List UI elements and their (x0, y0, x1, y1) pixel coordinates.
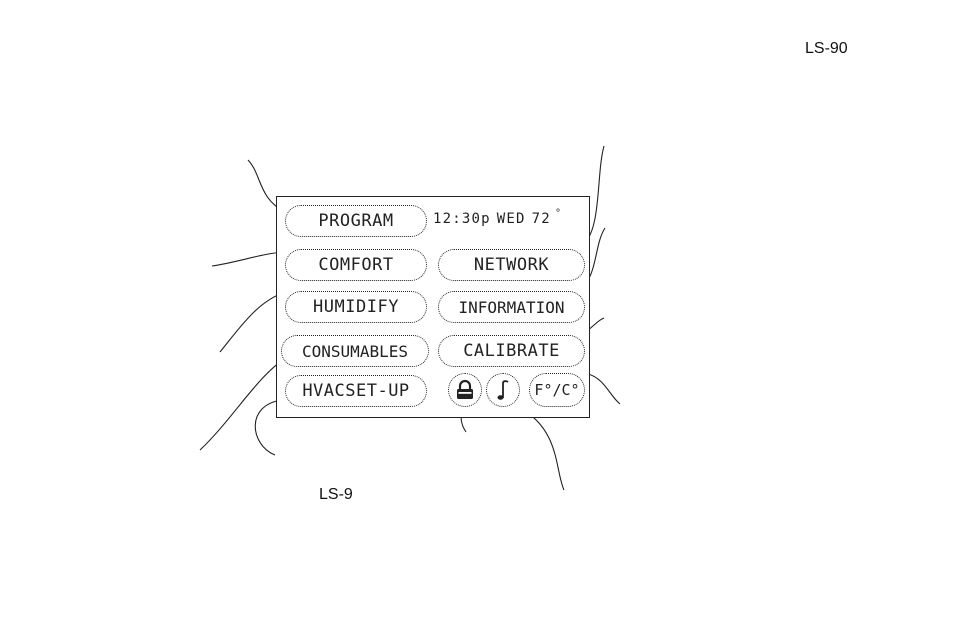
leader-line-music (519, 407, 565, 491)
calibrate-button[interactable]: CALIBRATE (438, 335, 585, 367)
leader-line-units (587, 373, 621, 405)
status-temperature: 72 (531, 211, 551, 227)
program-button[interactable]: PROGRAM (285, 205, 427, 237)
music-note-icon (497, 380, 509, 400)
information-button[interactable]: INFORMATION (438, 291, 585, 323)
leader-line-consumables (199, 357, 287, 451)
hvac-setup-button[interactable]: HVACSET-UP (285, 375, 427, 407)
status-day: WED (496, 211, 526, 227)
lock-icon (457, 379, 473, 399)
leader-line-comfort (211, 251, 287, 267)
reference-label-bottom: LS-9 (319, 486, 353, 503)
humidify-button[interactable]: HUMIDIFY (285, 291, 427, 323)
status-readout: 12:30p WED 72 ° (433, 205, 562, 233)
thermostat-display: PROGRAM 12:30p WED 72 ° COMFORT NETWORK … (276, 196, 590, 418)
music-note-button[interactable] (486, 373, 520, 407)
consumables-button[interactable]: CONSUMABLES (281, 335, 429, 367)
lock-button[interactable] (448, 373, 482, 407)
temperature-units-button[interactable]: F°/C° (529, 373, 585, 407)
status-time: 12:30p (433, 211, 491, 227)
reference-label-top: LS-90 (805, 40, 848, 57)
network-button[interactable]: NETWORK (438, 249, 585, 281)
status-degree-mark: ° (554, 207, 563, 219)
comfort-button[interactable]: COMFORT (285, 249, 427, 281)
